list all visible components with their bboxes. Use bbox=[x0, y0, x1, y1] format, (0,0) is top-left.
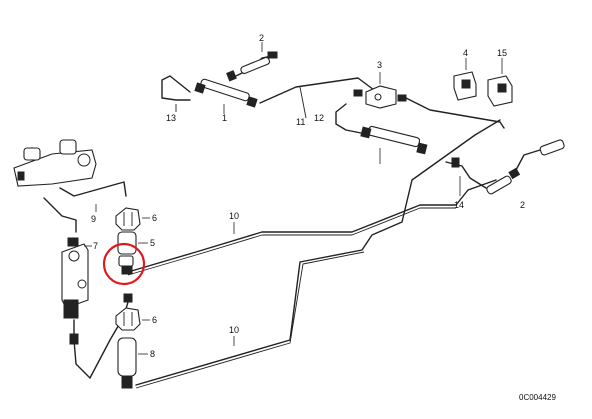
brake-hose-2-upper bbox=[226, 42, 278, 82]
pressure-regulator-7 bbox=[61, 237, 92, 319]
callout-15: 15 bbox=[497, 48, 507, 58]
callout-8: 8 bbox=[150, 349, 155, 359]
clip-6-lower bbox=[115, 307, 150, 331]
callout-9: 9 bbox=[91, 214, 96, 224]
sleeve-8 bbox=[117, 337, 148, 389]
clip-15 bbox=[487, 58, 513, 107]
callout-2-right: 2 bbox=[520, 200, 525, 210]
brake-line-lower-10 bbox=[135, 119, 501, 389]
callout-10-lower: 10 bbox=[229, 325, 239, 335]
bracket-line-13 bbox=[161, 75, 191, 112]
callout-13: 13 bbox=[166, 113, 176, 123]
master-cylinder bbox=[13, 139, 97, 187]
highlighted-fitting bbox=[102, 242, 146, 286]
callout-10-upper: 10 bbox=[229, 211, 239, 221]
filter-5 bbox=[117, 231, 148, 255]
callout-6-lower: 6 bbox=[152, 315, 157, 325]
callout-14: 14 bbox=[454, 200, 464, 210]
callout-7: 7 bbox=[93, 241, 98, 251]
brake-hose-1 bbox=[194, 78, 258, 114]
callout-1: 1 bbox=[222, 113, 227, 123]
drawing-code: 0C004429 bbox=[519, 393, 556, 402]
callout-5: 5 bbox=[150, 238, 155, 248]
fitting-lower bbox=[123, 293, 133, 303]
callout-6-upper: 6 bbox=[152, 213, 157, 223]
brake-line-9 bbox=[43, 181, 127, 233]
brake-line-upper-10 bbox=[127, 179, 497, 276]
callout-2-upper: 2 bbox=[259, 33, 264, 43]
brake-line-12 bbox=[335, 103, 428, 164]
brake-line-11 bbox=[259, 77, 375, 119]
brake-hose-2-right bbox=[445, 139, 565, 196]
bracket-4 bbox=[453, 58, 477, 101]
clip-6-upper bbox=[115, 207, 150, 231]
brake-distributor-3 bbox=[353, 72, 505, 129]
callout-3: 3 bbox=[377, 60, 382, 70]
callout-4: 4 bbox=[463, 48, 468, 58]
callout-12: 12 bbox=[314, 113, 324, 123]
callout-11: 11 bbox=[296, 117, 305, 127]
highlight-circle bbox=[102, 242, 146, 286]
